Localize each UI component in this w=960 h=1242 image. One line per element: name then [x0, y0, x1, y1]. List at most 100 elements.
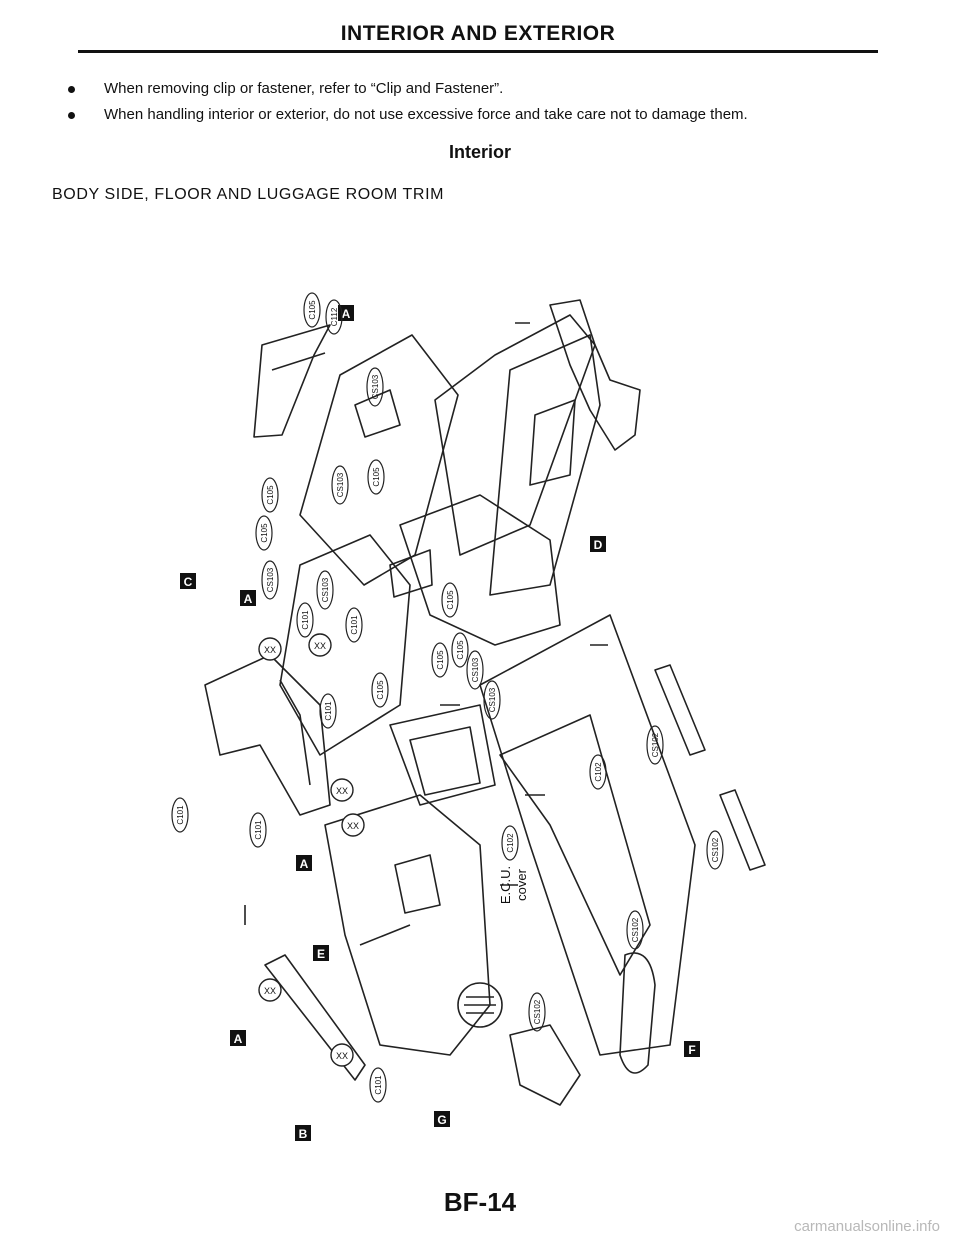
instruction-item: When handling interior or exterior, do n… [60, 106, 900, 123]
svg-text:C105: C105 [456, 640, 465, 660]
side-door-trim [324, 794, 491, 1056]
page-number: BF-14 [443, 1187, 517, 1217]
clip-labels: C105 C112 CS103 C105 CS103 C105 C105 CS1… [171, 292, 724, 1103]
section-title: Interior [448, 142, 511, 162]
exploded-diagram: A C A D A E A [150, 285, 770, 1165]
svg-text:D: D [594, 538, 603, 552]
trim-cutout [354, 389, 401, 438]
svg-text:C101: C101 [254, 820, 263, 840]
xx-marks: XX XX XX XX XX XX [258, 633, 365, 1067]
svg-text:C105: C105 [376, 680, 385, 700]
clip-label: C101 [319, 693, 337, 729]
clip-label: C102 [589, 754, 607, 790]
clip-label: CS103 [331, 465, 349, 505]
svg-text:XX: XX [336, 1051, 348, 1061]
luggage-floor-board [479, 614, 696, 1056]
door-handle-bezel [394, 854, 441, 914]
clip-label: C102 [501, 825, 519, 861]
clip-label: CS102 [706, 830, 724, 870]
svg-text:G: G [437, 1113, 446, 1127]
callout-tag: A [230, 1030, 246, 1046]
header-rule [78, 50, 878, 53]
clip-label: C105 [367, 459, 385, 495]
panel-recess [529, 399, 576, 486]
upper-side-trim [299, 334, 459, 586]
svg-text:C: C [184, 575, 193, 589]
watermark: carmanualsonline.info [794, 1218, 940, 1235]
clip-label: CS103 [483, 680, 501, 720]
luggage-side-panel [489, 334, 601, 596]
svg-text:A: A [244, 592, 253, 606]
callout-tag: B [295, 1125, 311, 1141]
clip-label: CS102 [528, 992, 546, 1032]
clip-label: C105 [431, 642, 449, 678]
svg-text:C101: C101 [324, 701, 333, 721]
diagram-artwork [204, 299, 766, 1106]
xx-mark: XX [341, 813, 365, 837]
clip-label: C112 [325, 299, 343, 335]
console-lid [409, 726, 481, 796]
svg-text:C105: C105 [260, 523, 269, 543]
callout-tags: A C A D A E A [180, 305, 700, 1141]
xx-mark: XX [258, 978, 282, 1002]
diagram-svg: A C A D A E A [171, 292, 766, 1141]
svg-text:A: A [234, 1032, 243, 1046]
svg-text:CS103: CS103 [488, 687, 497, 712]
clip-label: C105 [441, 582, 459, 618]
xx-mark: XX [308, 633, 332, 657]
page-header: INTERIOR AND EXTERIOR [340, 22, 616, 45]
svg-text:CS102: CS102 [711, 837, 720, 862]
clip-label: CS102 [626, 910, 644, 950]
svg-text:XX: XX [264, 986, 276, 996]
svg-text:CS102: CS102 [533, 999, 542, 1024]
svg-text:C101: C101 [350, 615, 359, 635]
svg-text:CS102: CS102 [651, 732, 660, 757]
xx-mark: XX [330, 778, 354, 802]
clip-label: C105 [303, 292, 321, 328]
clip-label: CS103 [366, 367, 384, 407]
callout-tag: F [684, 1041, 700, 1057]
svg-text:C105: C105 [436, 650, 445, 670]
kick-panel [204, 654, 331, 816]
callout-tag: C [180, 573, 196, 589]
callout-tag: G [434, 1111, 450, 1127]
clip-label: CS102 [646, 725, 664, 765]
weatherstrip-loop [619, 952, 656, 1074]
svg-text:C112: C112 [330, 307, 339, 326]
rear-corner-trim [509, 1024, 581, 1106]
rear-pillar-trim [434, 314, 596, 556]
svg-text:XX: XX [264, 645, 276, 655]
svg-text:CS103: CS103 [321, 577, 330, 602]
center-trim [279, 534, 411, 756]
svg-text:C105: C105 [308, 300, 317, 320]
kick-edge [279, 679, 311, 786]
console-box [389, 704, 496, 806]
xx-mark: XX [258, 637, 282, 661]
svg-text:C102: C102 [506, 833, 515, 853]
svg-text:cover: cover [514, 868, 529, 900]
callout-tag: E [313, 945, 329, 961]
callout-tag: A [296, 855, 312, 871]
floor-board-inner [499, 714, 651, 976]
clip-label: C101 [249, 812, 267, 848]
panel-edge [271, 352, 326, 371]
instruction-list: When removing clip or fastener, refer to… [60, 80, 900, 132]
svg-text:B: B [299, 1127, 308, 1141]
svg-text:CS103: CS103 [371, 374, 380, 399]
xx-mark: XX [330, 1043, 354, 1067]
rail-trim-upper [654, 664, 706, 756]
callout-tag: D [590, 536, 606, 552]
svg-text:XX: XX [314, 641, 326, 651]
clip-label: CS103 [316, 570, 334, 610]
svg-text:CS103: CS103 [336, 472, 345, 497]
sill-strip [264, 954, 366, 1081]
svg-text:C101: C101 [374, 1075, 383, 1095]
rail-trim-lower [719, 789, 766, 871]
clip-label: C101 [171, 797, 189, 833]
clip-label: C101 [369, 1067, 387, 1103]
svg-text:XX: XX [336, 786, 348, 796]
svg-text:C101: C101 [301, 610, 310, 630]
svg-text:C105: C105 [372, 467, 381, 487]
svg-text:XX: XX [347, 821, 359, 831]
svg-text:C105: C105 [266, 485, 275, 505]
